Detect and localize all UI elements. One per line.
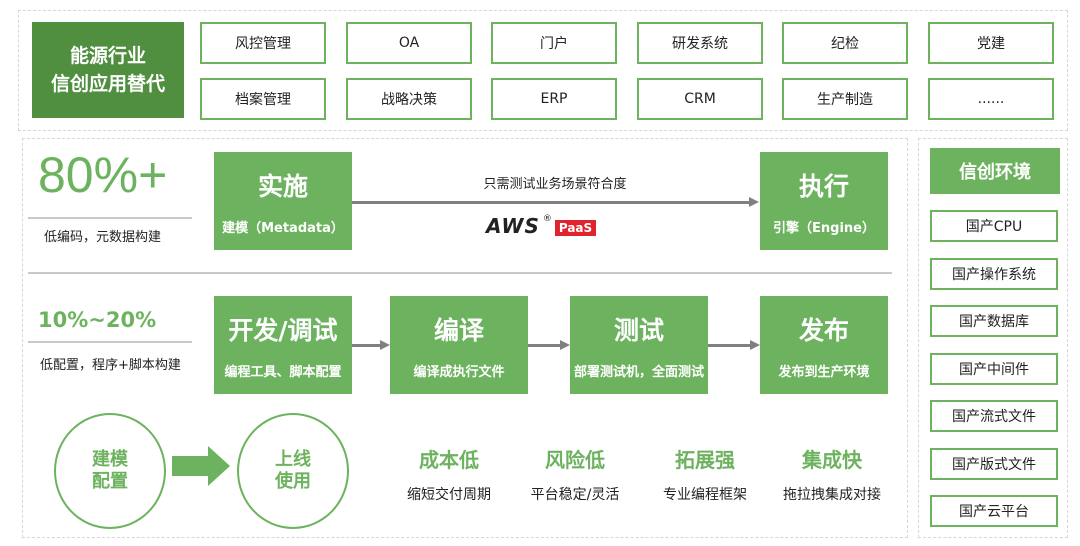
env-item[interactable]: 国产云平台 [930,495,1058,527]
app-item[interactable]: 生产制造 [782,78,908,120]
step-box: 测试部署测试机，全面测试 [570,296,708,394]
step-box: 编译编译成执行文件 [390,296,528,394]
env-item[interactable]: 国产版式文件 [930,447,1058,480]
industry-title-line1: 能源行业 [69,45,146,67]
feature-desc: 缩短交付周期 [407,487,491,503]
feature-desc: 专业编程框架 [663,487,747,503]
feature-title: 成本低 [419,448,479,472]
feature-desc: 拖拉拽集成对接 [783,487,881,503]
step-box: 发布发布到生产环境 [760,296,888,394]
step-sub: 编译成执行文件 [413,364,505,380]
env-item[interactable]: 国产流式文件 [930,400,1058,432]
execute-title: 执行 [798,171,849,201]
execute-box: 执行 引擎（Engine） [760,152,888,250]
step-title: 发布 [798,315,849,345]
app-item[interactable]: 战略决策 [346,78,472,120]
divider [28,341,192,343]
section-divider [28,272,892,274]
app-item[interactable]: 纪检 [782,22,908,64]
lowconfig-desc: 低配置，程序+脚本构建 [40,358,181,373]
feature-title: 拓展强 [675,448,735,472]
main-panel [22,138,908,538]
arrow-head-icon [380,340,390,350]
env-panel [918,138,1068,538]
step-title: 测试 [613,315,664,345]
arrow-head-icon [750,340,760,350]
flow-label: 只需测试业务场景符合度 [483,177,627,192]
app-item[interactable]: OA [346,22,472,64]
feature-title: 风险低 [545,448,605,472]
env-item[interactable]: 国产操作系统 [930,257,1058,290]
apps-panel [18,10,1068,131]
arrow-head-icon [749,197,759,207]
app-item[interactable]: 研发系统 [637,22,763,64]
implement-box: 实施 建模（Metadata） [214,152,352,250]
industry-title-line2: 信创应用替代 [50,73,165,95]
app-item[interactable]: 档案管理 [200,78,326,120]
lowcode-percent: 80%+ [38,147,168,203]
circle-text: 使用 [275,471,311,492]
logo-badge: PaaS [554,220,597,236]
step-box: 开发/调试编程工具、脚本配置 [214,296,352,394]
step-arrow [708,344,750,347]
lowcode-desc: 低编码，元数据构建 [44,230,162,245]
industry-title: 能源行业 信创应用替代 [32,22,184,118]
aws-paas-logo: AWS ® PaaS [486,214,597,238]
circle-text: 上线 [275,449,311,470]
feature-desc: 平台稳定/灵活 [530,487,620,503]
app-item[interactable]: CRM [637,78,763,120]
modeling-circle: 建模 配置 [54,413,166,529]
step-sub: 部署测试机，全面测试 [573,364,704,380]
implement-title: 实施 [257,171,308,201]
app-item[interactable]: 门户 [491,22,617,64]
right-arrow-icon [172,446,230,486]
arrow-head-icon [560,340,570,350]
lowconfig-percent: 10%~20% [38,308,157,332]
env-item[interactable]: 国产CPU [930,210,1058,242]
logo-brand: AWS [486,214,540,238]
step-title: 编译 [433,315,484,345]
env-title: 信创环境 [930,148,1060,194]
app-item[interactable]: 风控管理 [200,22,326,64]
step-arrow [528,344,560,347]
step-title: 开发/调试 [228,315,338,345]
step-arrow [352,344,380,347]
app-item[interactable]: ...... [928,78,1054,120]
online-circle: 上线 使用 [237,413,349,529]
env-item[interactable]: 国产中间件 [930,352,1058,385]
app-item[interactable]: 党建 [928,22,1054,64]
divider [28,217,192,219]
execute-sub: 引擎（Engine） [773,220,875,236]
flow-arrow [352,201,750,204]
env-item[interactable]: 国产数据库 [930,305,1058,337]
feature-title: 集成快 [802,448,862,472]
step-sub: 编程工具、脚本配置 [224,364,342,380]
logo-reg: ® [542,214,552,224]
implement-sub: 建模（Metadata） [222,220,344,236]
circle-text: 建模 [92,449,128,470]
circle-text: 配置 [92,471,128,492]
step-sub: 发布到生产环境 [778,364,870,380]
app-item[interactable]: ERP [491,78,617,120]
